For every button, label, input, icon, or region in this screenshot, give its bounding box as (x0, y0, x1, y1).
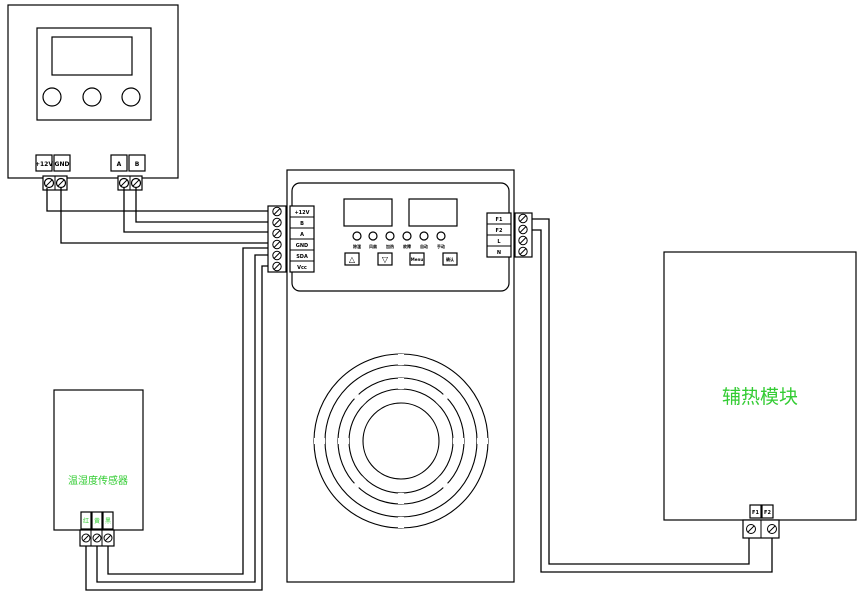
led-dehumidify (352, 231, 362, 241)
fan-grille (313, 353, 489, 529)
key-confirm (442, 252, 458, 266)
key-menu-label: Menu (411, 257, 424, 262)
ctrl-left-screws (272, 206, 282, 272)
ctrl-label-sda: SDA (296, 254, 308, 260)
heater-title: 辅热模块 (722, 386, 798, 408)
key-up-icon: △ (349, 255, 356, 264)
key-menu (409, 252, 425, 266)
heater-screws (746, 524, 777, 534)
ctrl-label-f1: F1 (496, 217, 503, 223)
wires (46, 188, 773, 591)
main-controller-unit: 除湿 风扇 加热 故障 自动 手动 △ ▽ Menu 确认 (267, 169, 533, 583)
remote-button-1 (42, 87, 62, 107)
remote-label-b: B (135, 161, 140, 168)
aux-heater-module: 辅热模块 F1 F2 (663, 251, 857, 539)
key-up (344, 252, 360, 266)
temp-humidity-sensor: 温湿度传感器 红 黄 黑 (53, 389, 144, 547)
ctrl-label-vcc: Vcc (297, 265, 307, 271)
led-fault (402, 231, 412, 241)
heater-label-f1: F1 (752, 510, 759, 516)
sensor-title: 温湿度传感器 (68, 474, 128, 487)
controller-display-right (408, 198, 458, 227)
ctrl-label-l: L (497, 239, 501, 245)
remote-label-gnd: GND (55, 161, 70, 168)
indicator-label-dehumidify: 除湿 (353, 243, 361, 249)
indicator-label-fan: 风扇 (369, 243, 377, 249)
sensor-label-red: 红 (83, 517, 89, 525)
controller-front-panel (291, 182, 510, 292)
remote-label-12v: +12V (35, 161, 53, 168)
led-fan (368, 231, 378, 241)
ctrl-label-a: A (300, 232, 304, 238)
heater-label-f2: F2 (764, 510, 771, 516)
indicator-label-heat: 加热 (385, 243, 394, 249)
led-auto (419, 231, 429, 241)
led-heat (385, 231, 395, 241)
key-confirm-label: 确认 (446, 256, 454, 262)
remote-button-2 (82, 87, 102, 107)
sensor-label-yellow: 黄 (94, 517, 100, 525)
ctrl-label-f2: F2 (496, 228, 503, 234)
indicator-label-auto: 自动 (420, 243, 428, 249)
remote-label-a: A (117, 161, 122, 168)
ctrl-label-gnd: GND (296, 243, 308, 249)
key-down (377, 252, 393, 266)
sensor-screws (81, 533, 113, 543)
ctrl-right-screws (518, 213, 528, 257)
indicator-label-fault: 故障 (403, 243, 411, 249)
ctrl-label-b: B (300, 221, 304, 227)
remote-lcd-screen (51, 36, 133, 76)
controller-display-left (343, 198, 393, 227)
sensor-label-black: 黑 (105, 518, 111, 525)
ctrl-label-12v: +12V (294, 210, 309, 216)
ctrl-label-n: N (497, 250, 501, 256)
indicator-label-manual: 手动 (437, 243, 445, 249)
led-manual (436, 231, 446, 241)
key-down-icon: ▽ (382, 255, 389, 264)
remote-display-unit: +12V GND A B (7, 4, 179, 191)
remote-button-3 (121, 87, 141, 107)
